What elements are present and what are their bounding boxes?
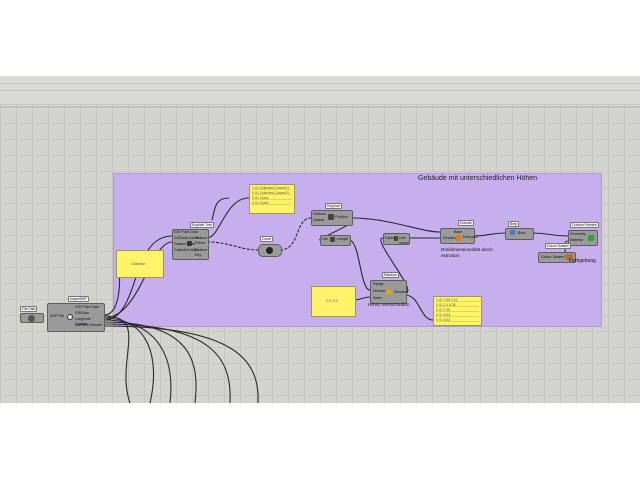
base-input[interactable]: Base: [454, 230, 463, 234]
panel-top[interactable]: 0 (1) Collected.Curves(1) 0 (1) Collecte…: [249, 184, 295, 214]
swatch-icon[interactable]: [565, 254, 573, 260]
polyline-component[interactable]: Vertices Closed Polyline: [311, 210, 353, 226]
file-path-tag: File Path: [20, 306, 38, 312]
explode-tag: Explode Tree: [190, 222, 214, 228]
panel-top-row: 0 (1) Curve: [252, 201, 292, 205]
random-tag: Random: [382, 272, 399, 278]
panel-top-row: 0 (1) Curve: [252, 196, 292, 200]
brep-output[interactable]: Brep: [518, 231, 526, 235]
explode-input-2[interactable]: GISData Geom: [174, 236, 199, 240]
group-title: Gebäude mit unterschiedlichen Höhen: [418, 175, 538, 182]
dice-icon: [386, 289, 392, 295]
curve-relay-component[interactable]: [258, 244, 282, 257]
file-icon: [28, 314, 35, 322]
explode-input-4[interactable]: Collection Data: [174, 248, 199, 252]
extrude-icon: [456, 235, 461, 241]
extrusion-tag: Extrude: [458, 220, 474, 226]
reader-output-3[interactable]: Longitude Domain: [75, 317, 91, 326]
custom-preview-tag: Custom Preview: [570, 222, 599, 228]
globe-icon: [67, 314, 73, 320]
polyline-tag: PolyLine: [325, 203, 343, 209]
brep-component[interactable]: Brep: [505, 228, 534, 240]
material-input[interactable]: Material: [570, 238, 583, 242]
closed-input[interactable]: Closed: [313, 218, 325, 222]
explode-output-2[interactable]: Feature Key: [195, 248, 208, 257]
brep-icon: [510, 230, 515, 235]
reader-output-1[interactable]: GIS Point Data: [75, 305, 99, 309]
colouring-label: Farbgebung: [569, 258, 596, 264]
colour-swatch-label: Colour Swatch: [541, 255, 565, 259]
explode-input-1[interactable]: GIS Point Data: [174, 230, 198, 234]
panel-left[interactable]: Collection: [116, 250, 164, 278]
direction-input[interactable]: Direction: [443, 236, 458, 240]
heights-label: Höhen unterschiedlich: [368, 302, 410, 307]
reader-output-2[interactable]: GISData: [75, 311, 89, 315]
brep-tag: Brep: [508, 221, 520, 227]
curve-relay-tag: Curve: [260, 236, 274, 242]
tree-icon: [187, 241, 192, 246]
extrusion-component[interactable]: Base Direction Extrusion: [440, 228, 478, 244]
random-output[interactable]: Random: [394, 290, 408, 294]
extrusion-note-2: extrusion: [441, 253, 460, 258]
list-input[interactable]: List: [322, 237, 328, 241]
unit-vector-output[interactable]: Unit vector: [399, 236, 409, 245]
reader-output-4[interactable]: LatPoint Domain: [75, 323, 102, 327]
file-path-component[interactable]: [20, 313, 44, 323]
colour-swatch-tag: Colour Swatch: [545, 243, 572, 249]
panel-bottom-row: 0 (1) 3.1 8.34: [436, 303, 479, 307]
explode-output-1[interactable]: Feature Points: [195, 236, 208, 245]
extrusion-note-1: Dreidimensionalität durch: [441, 247, 493, 252]
polyline-output[interactable]: Polyline: [335, 215, 348, 219]
number-input[interactable]: Number: [373, 289, 386, 293]
vertices-input[interactable]: Vertices: [313, 212, 326, 216]
panel-left-text: Collection: [131, 262, 146, 266]
polyline-icon: [328, 214, 334, 220]
panel-bottom-row: 0 (1) 7.69 4.12: [436, 298, 479, 302]
curve-icon: [266, 247, 273, 254]
panel-bottom-row: 0 (1) 5.43: [436, 313, 479, 317]
length-output[interactable]: Length: [337, 237, 348, 241]
seed-input[interactable]: Seed: [373, 296, 382, 300]
unit-vector-component[interactable]: Factor Unit vector: [383, 233, 410, 245]
shp-reader-component[interactable]: SHP File GIS Point Data GISData Longitud…: [47, 303, 105, 332]
panel-bottom-row: 0 (1) 7.59: [436, 308, 479, 312]
explode-input-3[interactable]: Feature Data: [174, 242, 195, 246]
panel-bottom-left-text: 0.0 / 0.0: [326, 299, 338, 303]
list-icon: [330, 237, 335, 242]
shp-file-input[interactable]: SHP File: [50, 314, 65, 318]
panel-bottom-row: 0 (1) 6.52: [436, 318, 479, 322]
panel-top-row: 0 (1) Collected.Curves(1): [252, 186, 292, 190]
preview-icon: [588, 235, 594, 241]
geometry-input[interactable]: Geometry: [570, 232, 586, 236]
range-input[interactable]: Range: [373, 282, 384, 286]
factor-input[interactable]: Factor: [385, 236, 396, 240]
random-component[interactable]: Range Number Seed Random: [370, 280, 408, 304]
canvas-toolbar-strip: [0, 76, 640, 107]
arrow-up-icon: [394, 236, 398, 241]
custom-preview-component[interactable]: Geometry Material: [568, 230, 598, 246]
explode-tree-component[interactable]: GIS Point Data GISData Geom Feature Data…: [172, 229, 209, 260]
panel-bottom-right[interactable]: 0 (1) 7.69 4.12 0 (1) 3.1 8.34 0 (1) 7.5…: [433, 296, 482, 326]
panel-top-row: 0 (1) Collected.Curves(2): [252, 191, 292, 195]
list-length-component[interactable]: List Length: [320, 235, 351, 246]
shp-reader-tag: ImportSHP: [68, 296, 89, 302]
colour-swatch-component[interactable]: Colour Swatch: [538, 252, 576, 263]
extrusion-output[interactable]: Extrusion: [463, 235, 478, 239]
panel-bottom-left[interactable]: 0.0 / 0.0: [311, 286, 356, 317]
